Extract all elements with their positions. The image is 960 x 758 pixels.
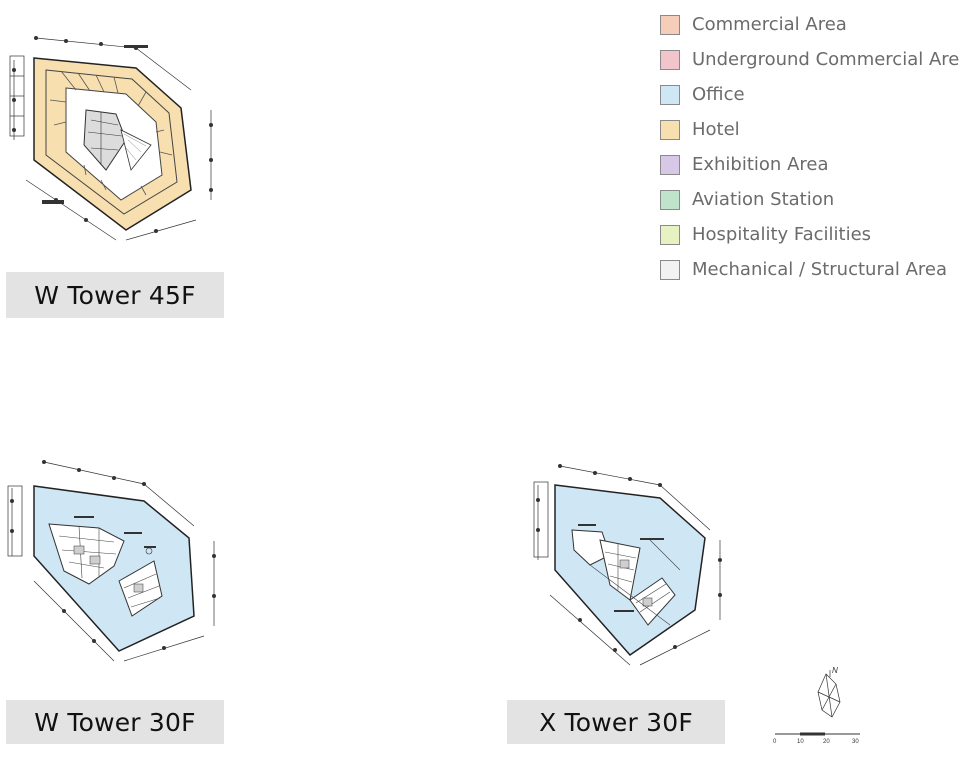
legend-swatch bbox=[660, 84, 680, 105]
scale-tick: 30 bbox=[852, 739, 859, 745]
floor-plan-drawing bbox=[9, 36, 213, 241]
legend-item-mechanical: Mechanical / Structural Area bbox=[660, 252, 960, 287]
legend-label: Mechanical / Structural Area bbox=[692, 259, 948, 280]
legend-item-exhibition: Exhibition Area bbox=[660, 147, 960, 182]
floor-plan-drawing bbox=[7, 460, 216, 662]
legend-item-aviation: Aviation Station bbox=[660, 182, 960, 217]
scale-tick: 20 bbox=[823, 739, 830, 745]
legend-item-commercial: Commercial Area bbox=[660, 7, 960, 42]
legend-item-hospitality: Hospitality Facilities bbox=[660, 217, 960, 252]
plan-w-tower-45f bbox=[6, 30, 236, 250]
legend: Commercial Area Underground Commercial A… bbox=[660, 7, 960, 287]
legend-swatch bbox=[660, 49, 680, 70]
plan-label-w-tower-30f: W Tower 30F bbox=[6, 700, 224, 744]
plan-x-tower-30f bbox=[530, 460, 730, 675]
scale-tick: 0 bbox=[773, 739, 777, 745]
legend-label: Aviation Station bbox=[692, 189, 835, 210]
north-label: N bbox=[832, 666, 838, 675]
legend-swatch bbox=[660, 154, 680, 175]
scale-tick: 10 bbox=[797, 739, 804, 745]
legend-label: Hospitality Facilities bbox=[692, 224, 872, 245]
legend-swatch bbox=[660, 189, 680, 210]
north-arrow-and-scale: N 0 10 20 30 bbox=[770, 662, 880, 752]
legend-swatch bbox=[660, 14, 680, 35]
legend-label: Exhibition Area bbox=[692, 154, 829, 175]
legend-label: Commercial Area bbox=[692, 14, 847, 35]
legend-swatch bbox=[660, 119, 680, 140]
legend-label: Office bbox=[692, 84, 745, 105]
legend-swatch bbox=[660, 224, 680, 245]
plan-label-x-tower-30f: X Tower 30F bbox=[507, 700, 725, 744]
floor-plan-drawing bbox=[533, 464, 722, 666]
north-arrow-icon: N 0 10 20 30 bbox=[773, 666, 860, 745]
legend-label: Hotel bbox=[692, 119, 740, 140]
legend-swatch bbox=[660, 259, 680, 280]
plan-label-w-tower-45f: W Tower 45F bbox=[6, 272, 224, 318]
plan-w-tower-30f bbox=[4, 456, 234, 676]
legend-label: Underground Commercial Area bbox=[692, 49, 960, 70]
legend-item-office: Office bbox=[660, 77, 960, 112]
legend-item-underground-commercial: Underground Commercial Area bbox=[660, 42, 960, 77]
legend-item-hotel: Hotel bbox=[660, 112, 960, 147]
